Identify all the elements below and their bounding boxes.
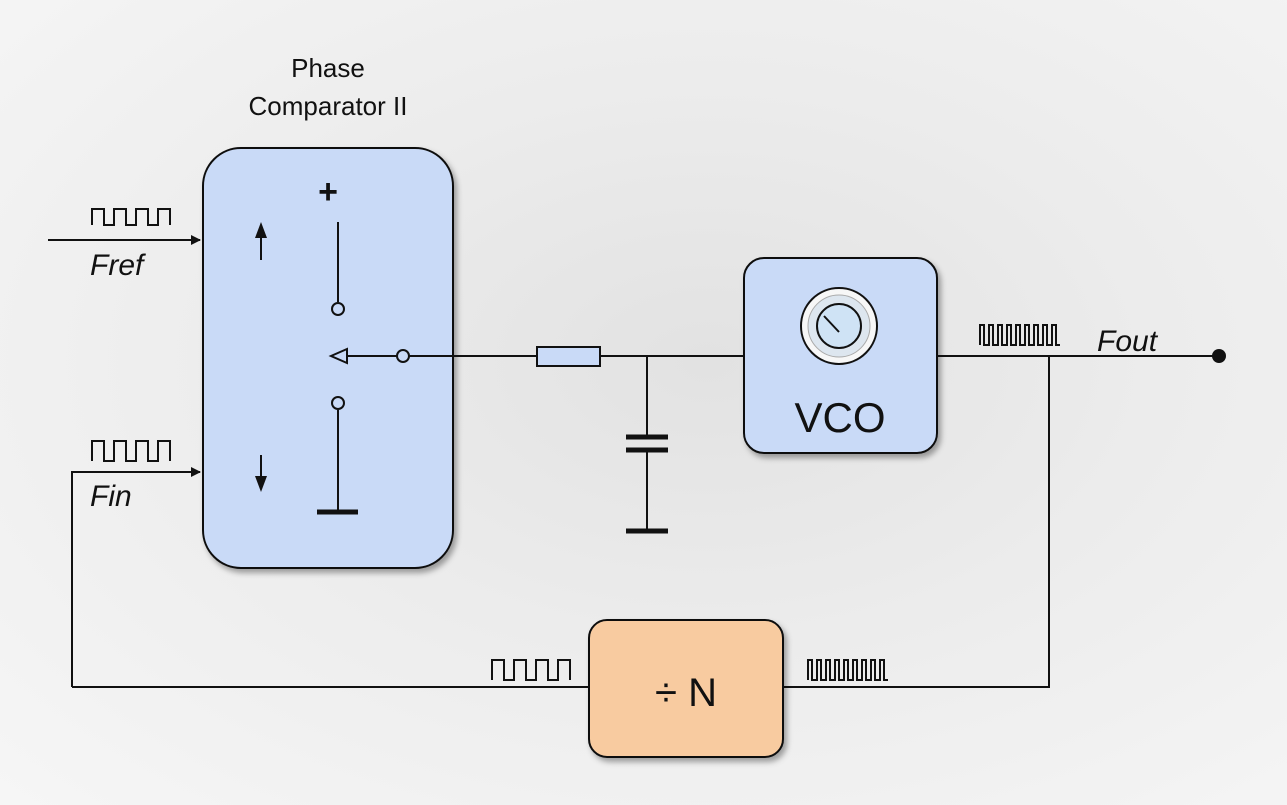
fout-label: Fout	[1097, 325, 1159, 358]
fin-square-wave-icon	[91, 440, 171, 462]
down-arrow-icon	[255, 455, 267, 492]
fout-terminal	[1212, 349, 1226, 363]
feedback-wire-right	[783, 356, 1050, 688]
vco-label: VCO	[794, 394, 885, 441]
switch-common-terminal	[396, 349, 410, 363]
up-arrow-icon	[255, 222, 267, 260]
divider-label: ÷ N	[655, 671, 717, 715]
upper-switch-terminal	[331, 302, 345, 316]
divider-output-square-wave-icon	[491, 659, 571, 681]
fin-label: Fin	[90, 480, 132, 513]
phase-comparator-block	[202, 147, 454, 569]
fref-label: Fref	[90, 249, 146, 282]
fout-square-wave-icon	[979, 324, 1060, 346]
dial-knob-icon	[800, 287, 878, 365]
plus-sign: +	[318, 173, 338, 211]
resistor	[536, 346, 601, 367]
divider-input-square-wave-icon	[807, 659, 888, 681]
fin-feedback-wire	[71, 467, 201, 687]
divider-block	[588, 619, 784, 758]
phase-comparator-title-line2: Comparator II	[249, 91, 408, 121]
lower-switch-terminal	[331, 396, 345, 410]
phase-comparator-title-line1: Phase	[291, 53, 365, 83]
fref-square-wave-icon	[91, 208, 171, 226]
